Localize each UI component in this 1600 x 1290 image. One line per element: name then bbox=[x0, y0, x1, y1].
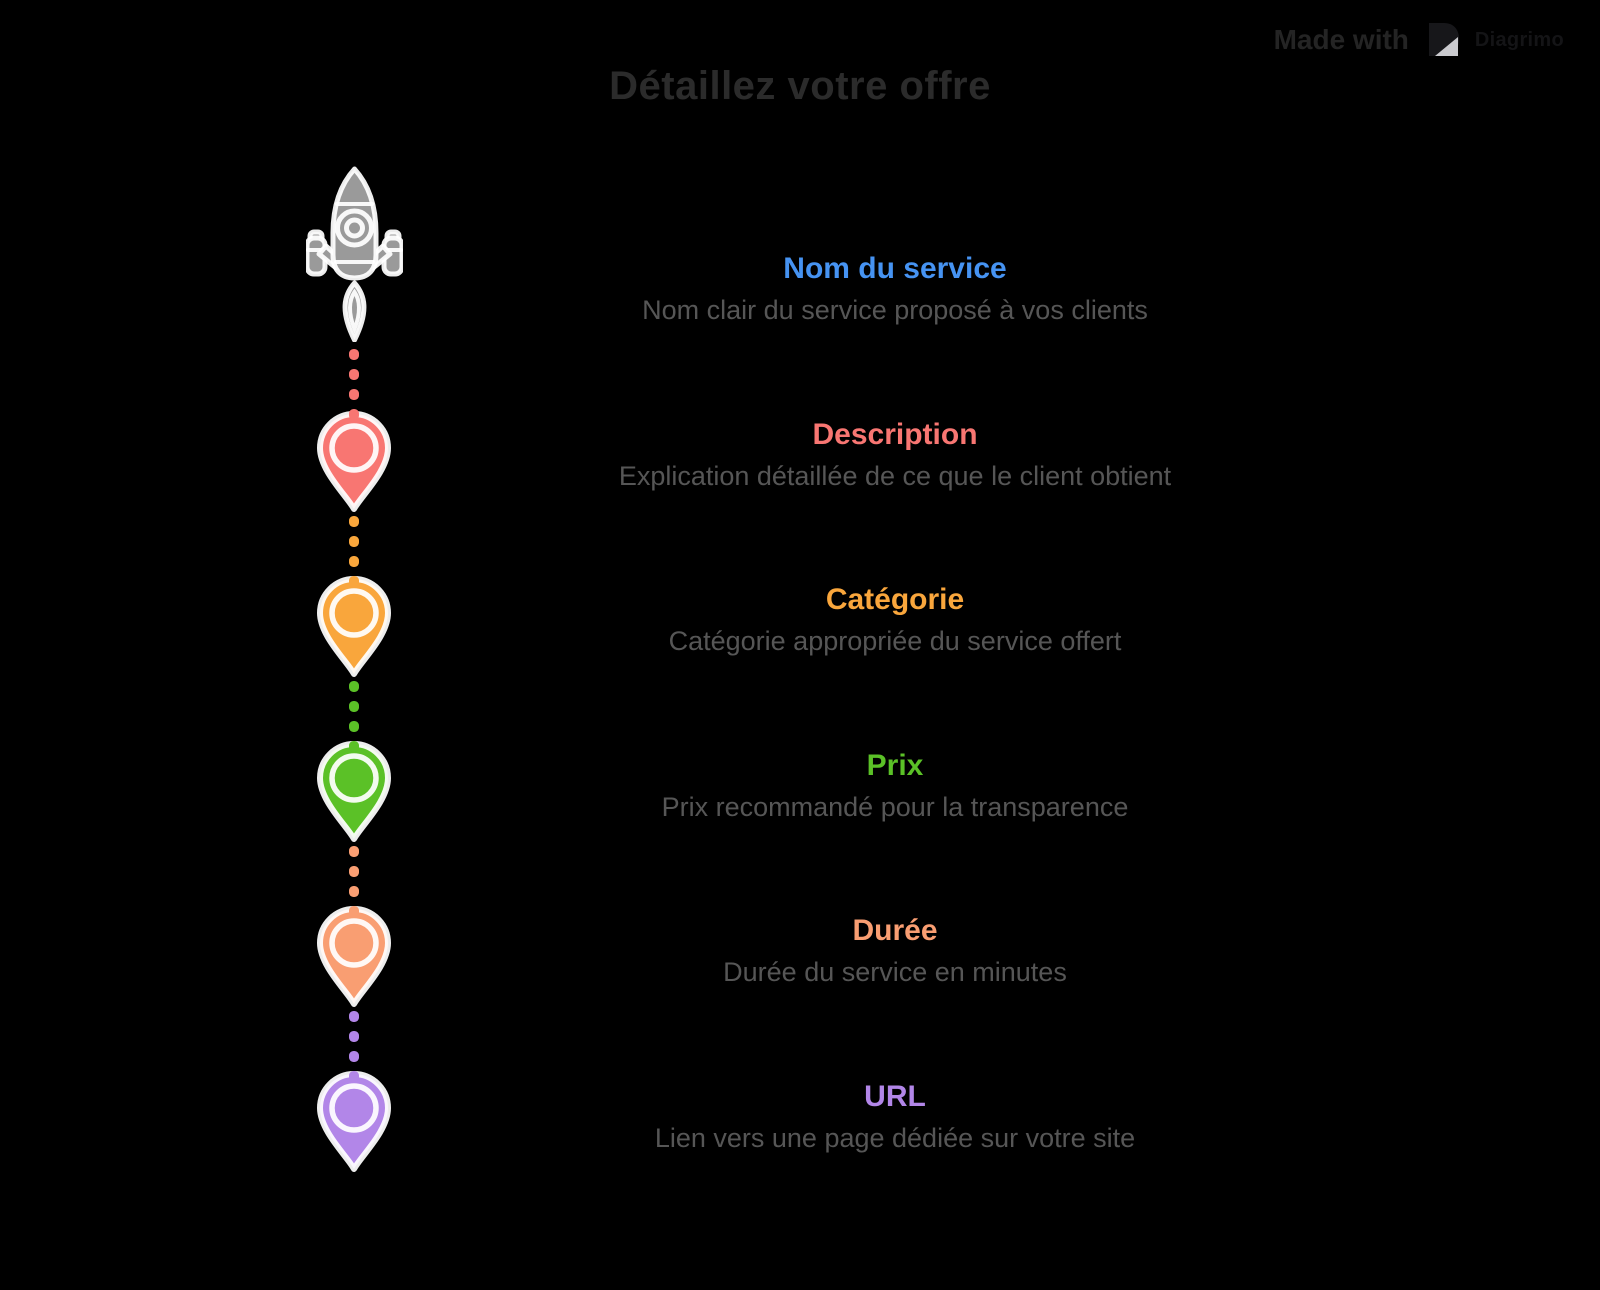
dot bbox=[349, 556, 359, 567]
pin-ring bbox=[329, 1083, 379, 1133]
timeline-item-url: URL Lien vers une page dédiée sur votre … bbox=[195, 1077, 1595, 1159]
dot bbox=[349, 369, 359, 380]
item-subtitle: Explication détaillée de ce que le clien… bbox=[618, 461, 1172, 491]
item-heading: Prix bbox=[866, 749, 924, 782]
rocket-porthole-inner bbox=[344, 217, 365, 239]
map-pin-icon bbox=[317, 741, 391, 842]
dot bbox=[349, 721, 359, 732]
made-with-label: Made with bbox=[1273, 24, 1409, 55]
connector-dots bbox=[349, 681, 359, 752]
connector-dots bbox=[349, 846, 359, 917]
map-pin-icon bbox=[317, 576, 391, 677]
brand-name-label: Diagrimo bbox=[1474, 28, 1564, 51]
item-subtitle: Catégorie appropriée du service offert bbox=[668, 626, 1122, 656]
map-pin-icon bbox=[317, 906, 391, 1007]
map-pin-icon bbox=[317, 1071, 391, 1172]
dot bbox=[349, 349, 359, 360]
dot bbox=[349, 536, 359, 547]
dot bbox=[349, 681, 359, 692]
dot bbox=[349, 1051, 359, 1062]
item-subtitle: Lien vers une page dédiée sur votre site bbox=[654, 1123, 1136, 1153]
item-heading: Nom du service bbox=[783, 252, 1007, 285]
pin-ring bbox=[329, 423, 379, 473]
timeline-item-prix: Prix Prix recommandé pour la transparenc… bbox=[195, 746, 1595, 828]
timeline-item-duree: Durée Durée du service en minutes bbox=[195, 911, 1595, 993]
item-subtitle: Prix recommandé pour la transparence bbox=[661, 792, 1129, 822]
connector-dots bbox=[349, 349, 359, 420]
dot bbox=[349, 389, 359, 400]
item-heading: Description bbox=[812, 418, 978, 451]
timeline-item-nom-du-service: Nom du service Nom clair du service prop… bbox=[195, 249, 1595, 331]
item-heading: Durée bbox=[852, 914, 938, 947]
connector-dots bbox=[349, 516, 359, 587]
pin-ring bbox=[329, 753, 379, 803]
pin-ring bbox=[329, 918, 379, 968]
dot bbox=[349, 741, 359, 752]
watermark: Made with Diagrimo bbox=[1274, 20, 1564, 60]
page-title: Détaillez votre offre bbox=[609, 64, 991, 108]
dot bbox=[349, 1031, 359, 1042]
dot bbox=[349, 906, 359, 917]
logo-fold-shape bbox=[1434, 37, 1458, 56]
map-pin-icon bbox=[317, 411, 391, 512]
timeline-item-categorie: Catégorie Catégorie appropriée du servic… bbox=[195, 580, 1595, 662]
dot bbox=[349, 1071, 359, 1082]
dot bbox=[349, 576, 359, 587]
pin-ring bbox=[329, 588, 379, 638]
dot bbox=[349, 866, 359, 877]
dot bbox=[349, 846, 359, 857]
connector-dots bbox=[349, 1011, 359, 1082]
diagrimo-logo-icon bbox=[1428, 23, 1459, 56]
rocket-icon bbox=[306, 166, 403, 342]
timeline-item-description: Description Explication détaillée de ce … bbox=[195, 415, 1595, 497]
dot bbox=[349, 886, 359, 897]
rocket-flame-inner bbox=[348, 288, 361, 335]
dot bbox=[349, 1011, 359, 1022]
item-heading: Catégorie bbox=[825, 583, 965, 616]
item-subtitle: Nom clair du service proposé à vos clien… bbox=[642, 295, 1148, 325]
item-heading: URL bbox=[864, 1080, 926, 1113]
dot bbox=[349, 409, 359, 420]
dot bbox=[349, 516, 359, 527]
dot bbox=[349, 701, 359, 712]
item-subtitle: Durée du service en minutes bbox=[723, 957, 1067, 987]
